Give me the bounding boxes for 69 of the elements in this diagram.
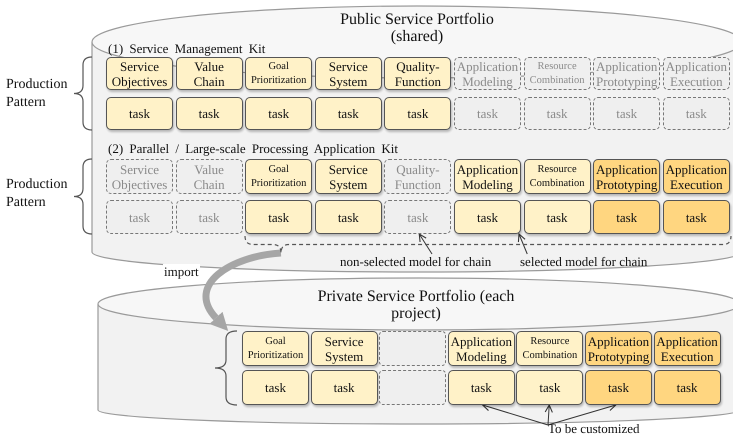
cylinder-title: Public Service Portfolio (shared)	[339, 11, 495, 45]
task-box: task	[524, 200, 591, 234]
cylinder-container	[98, 278, 733, 424]
task-box: task	[524, 97, 591, 130]
task-box: task	[593, 200, 660, 234]
leader-line	[418, 233, 433, 254]
model-box: Application Prototyping	[585, 331, 652, 366]
section-label: (1) Service Management Kit	[108, 41, 266, 57]
model-box: Value Chain	[176, 159, 243, 194]
task-box: task	[448, 370, 515, 405]
model-box: Quality-Function	[384, 159, 452, 194]
model-box: Service Objectives	[106, 159, 173, 194]
model-box: Quality-Function	[384, 57, 452, 90]
cylinder-title: Private Service Portfolio (each project)	[316, 288, 516, 322]
model-box: Service System	[314, 159, 382, 194]
task-box: task	[593, 97, 660, 130]
section-label: Production Pattern	[6, 76, 68, 112]
flow-arrow	[202, 250, 282, 332]
model-box: Service System	[314, 57, 382, 90]
task-box: task	[454, 200, 521, 234]
model-box: Application Modeling	[454, 57, 521, 90]
annotation-text: non-selected model for chain	[340, 254, 492, 269]
task-box: task	[662, 200, 730, 234]
task-box: task	[384, 97, 452, 130]
task-box: task	[314, 200, 382, 234]
task-box: task	[176, 97, 243, 130]
section-label: (2) Parallel / Large-scale Processing Application Kit	[108, 141, 398, 157]
model-box: Goal Prioritization	[245, 57, 312, 90]
edge-label: import	[163, 264, 200, 279]
leader-line	[518, 233, 528, 254]
model-box: Application Execution	[654, 331, 721, 366]
task-box: task	[585, 370, 652, 405]
annotation-text: selected model for chain	[520, 254, 648, 269]
placeholder-box	[379, 331, 446, 366]
task-box: task	[245, 200, 312, 234]
task-box: task	[242, 370, 309, 405]
model-box: Application Execution	[662, 159, 730, 194]
task-box: task	[654, 370, 721, 405]
model-box: Resource Combination	[524, 159, 591, 194]
model-box: Resource Combination	[524, 57, 591, 90]
section-label: Production Pattern	[6, 176, 68, 212]
model-box: Goal Prioritization	[242, 331, 309, 366]
task-box: task	[176, 200, 243, 234]
model-box: Service Objectives	[106, 57, 173, 90]
task-box: task	[454, 97, 521, 130]
model-box: Application Execution	[662, 57, 730, 90]
model-box: Service System	[310, 331, 378, 366]
task-box: task	[310, 370, 378, 405]
task-box: task	[314, 97, 382, 130]
task-box: task	[106, 200, 173, 234]
curly-brace	[245, 236, 731, 253]
model-box: Application Prototyping	[593, 57, 660, 90]
model-box: Application Prototyping	[593, 159, 660, 194]
task-box: task	[106, 97, 173, 130]
curly-brace	[215, 331, 237, 405]
annotation-text: To be customized	[548, 421, 640, 436]
leader-line	[482, 403, 548, 426]
model-box: Application Modeling	[448, 331, 515, 366]
model-box: Resource Combination	[516, 331, 584, 366]
placeholder-box	[379, 370, 446, 405]
task-box: task	[662, 97, 730, 130]
model-box: Goal Prioritization	[245, 159, 312, 194]
leader-line	[548, 403, 616, 426]
task-box: task	[516, 370, 584, 405]
leader-line	[544, 404, 553, 426]
model-box: Value Chain	[176, 57, 243, 90]
task-box: task	[245, 97, 312, 130]
model-box: Application Modeling	[454, 159, 521, 194]
task-box: task	[384, 200, 452, 234]
